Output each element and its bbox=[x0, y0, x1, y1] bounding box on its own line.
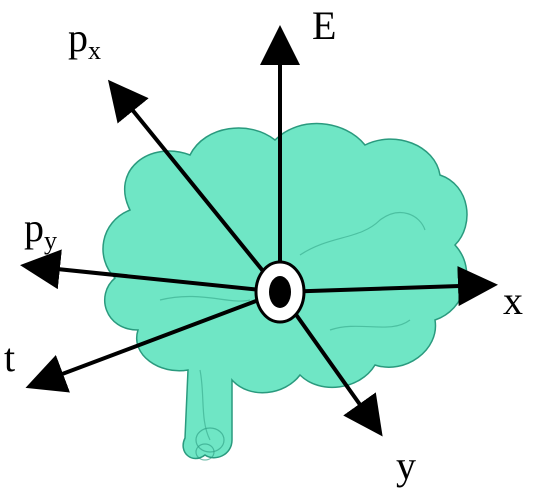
E-axis-label: E bbox=[312, 3, 337, 48]
py-axis-label: py bbox=[24, 205, 57, 255]
py-axis-arrow bbox=[20, 249, 282, 294]
px-axis-label: px bbox=[68, 15, 101, 65]
cloud-tail-loop-inner bbox=[195, 443, 215, 461]
origin-dot bbox=[269, 276, 291, 308]
origin-marker bbox=[254, 260, 306, 324]
x-axis-arrow bbox=[278, 266, 498, 307]
t-axis-label: t bbox=[4, 335, 16, 380]
axis-arrows bbox=[20, 25, 498, 437]
px-axis-arrow bbox=[107, 79, 282, 294]
y-axis-label: y bbox=[396, 443, 416, 488]
cloud-inner-contour bbox=[159, 212, 426, 441]
t-axis-arrow bbox=[25, 290, 282, 393]
x-axis-label: x bbox=[503, 278, 523, 323]
cloud-tail-loop bbox=[195, 427, 225, 453]
